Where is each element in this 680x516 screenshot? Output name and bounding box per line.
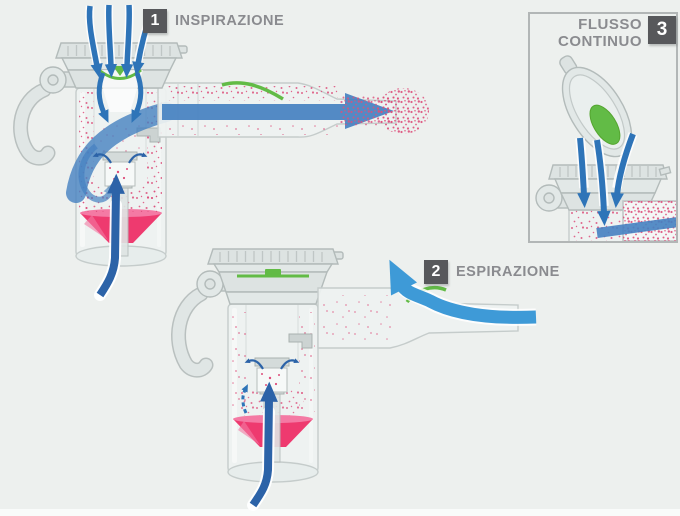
step-1-title: INSPIRAZIONE	[175, 13, 285, 29]
open-lid	[559, 55, 633, 158]
continuous-flow-arrows-icon	[575, 132, 638, 227]
handle	[13, 66, 81, 166]
step-label-espirazione: 2 ESPIRAZIONE	[424, 260, 560, 284]
step-label-flusso-continuo: FLUSSO CONTINUO 3	[538, 16, 676, 50]
cap	[207, 248, 344, 305]
bottom-strip	[0, 509, 680, 516]
step-2-badge: 2	[424, 260, 448, 284]
cap	[55, 42, 188, 112]
step-label-inspirazione: 1 INSPIRAZIONE	[143, 9, 284, 33]
step-3-title-line2: CONTINUO	[558, 33, 642, 50]
aerosol-stream	[596, 217, 676, 238]
step-1-badge: 1	[143, 9, 167, 33]
aerosol-mist	[377, 88, 429, 134]
expiratory-valve-closed	[221, 81, 284, 101]
lid-valve-membrane	[589, 104, 621, 145]
nebulizer-expiration	[171, 248, 537, 511]
step-3-title: FLUSSO CONTINUO	[558, 16, 642, 50]
small-airflow-arrow-icon	[241, 384, 248, 414]
step-3-title-line1: FLUSSO	[578, 16, 642, 33]
step-3-badge: 3	[648, 16, 676, 44]
valve-membrane	[265, 269, 281, 277]
aerosol-flow-arrow-icon	[162, 93, 394, 129]
inset-continuous-flow	[528, 12, 678, 243]
compressed-air-arrow-icon	[92, 152, 148, 301]
mouthpiece	[317, 285, 519, 349]
step-2-title: ESPIRAZIONE	[456, 264, 560, 280]
nebulizer-inspiration	[13, 4, 429, 301]
compressed-air-arrow-icon	[241, 358, 300, 511]
inhale-arrows-icon	[85, 4, 156, 78]
exhale-arrow-icon	[389, 259, 537, 326]
inset-border	[528, 12, 678, 243]
aerosol-stream	[66, 102, 176, 203]
